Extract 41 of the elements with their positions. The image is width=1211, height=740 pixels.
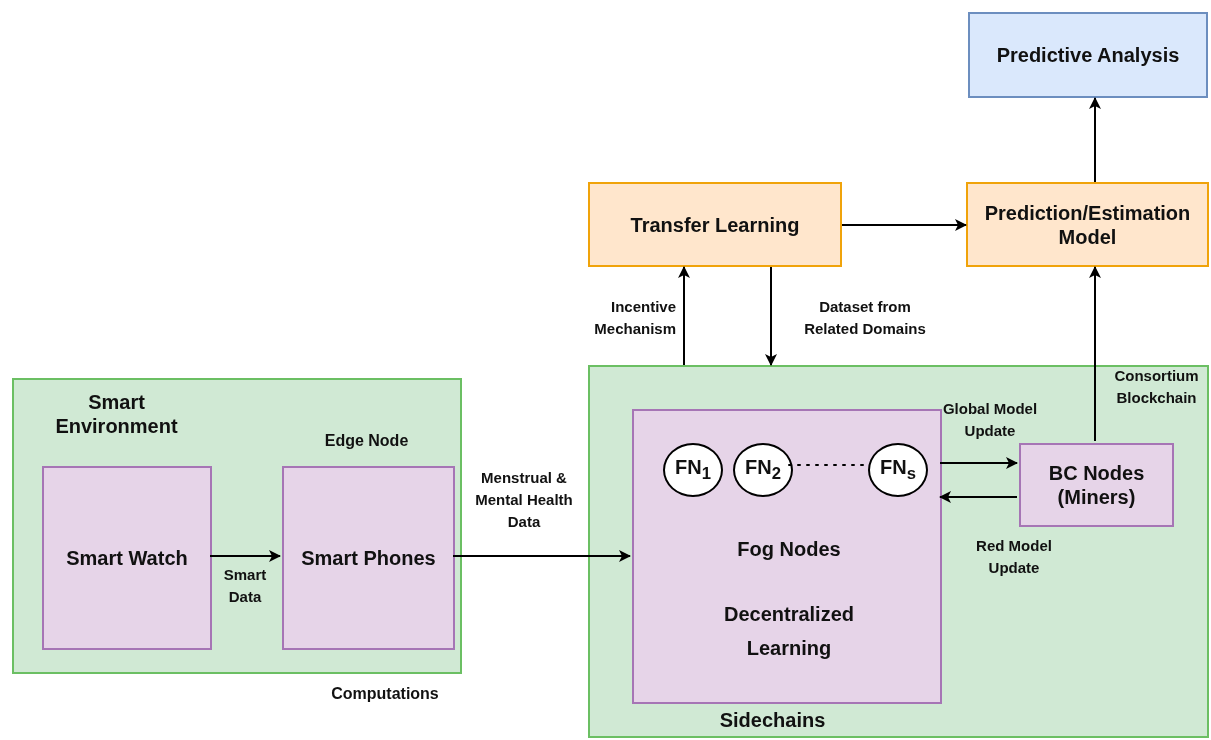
edge-label: Menstrual & Mental Health Data (474, 468, 574, 532)
group-container (588, 365, 1209, 738)
node-label: Smart Phones (301, 546, 436, 570)
edge-label: Dataset from Related Domains (803, 297, 927, 339)
node-label: BC Nodes (Miners) (1047, 461, 1146, 509)
blockchain-node-box (1019, 443, 1174, 527)
group-container (12, 378, 462, 674)
arrow (841, 219, 967, 231)
device-box (282, 466, 455, 650)
node-label: Transfer Learning (630, 212, 800, 237)
node-label: Sidechains (718, 708, 827, 732)
arrow (452, 550, 631, 562)
dotted-line (788, 464, 865, 466)
fog-node-box (632, 409, 942, 704)
node-caption: Edge Node (323, 432, 410, 450)
node-label: Smart Environment (54, 390, 179, 438)
node-label: Predictive Analysis (996, 43, 1180, 67)
edge-label: Consortium Blockchain (1113, 366, 1200, 408)
node-label: Prediction/Estimation Model (983, 200, 1192, 249)
node-label: Decentralized Learning (722, 602, 856, 661)
process-box (966, 182, 1209, 267)
node-label: Smart Watch (66, 546, 188, 570)
arrow (1089, 97, 1101, 183)
node-label: Fog Nodes (736, 537, 842, 562)
arrow (939, 457, 1018, 469)
arrow (678, 266, 690, 366)
arrow (939, 491, 1018, 503)
edge-label: Red Model Update (975, 536, 1053, 578)
arrow (209, 550, 281, 562)
edge-label: Incentive Mechanism (593, 297, 676, 339)
edge-label: Global Model Update (941, 399, 1039, 441)
edge-label: Smart Data (222, 565, 268, 607)
arrow (765, 266, 777, 366)
process-box (968, 12, 1208, 98)
process-box (588, 182, 842, 267)
node-label: FN$_{2}$ (745, 454, 781, 485)
node-label: FN$_{s}$ (880, 454, 916, 485)
node-label: FN$_{1}$ (675, 454, 711, 485)
device-box (42, 466, 212, 650)
arrow (1089, 266, 1101, 442)
note-label: Computations (330, 685, 440, 703)
